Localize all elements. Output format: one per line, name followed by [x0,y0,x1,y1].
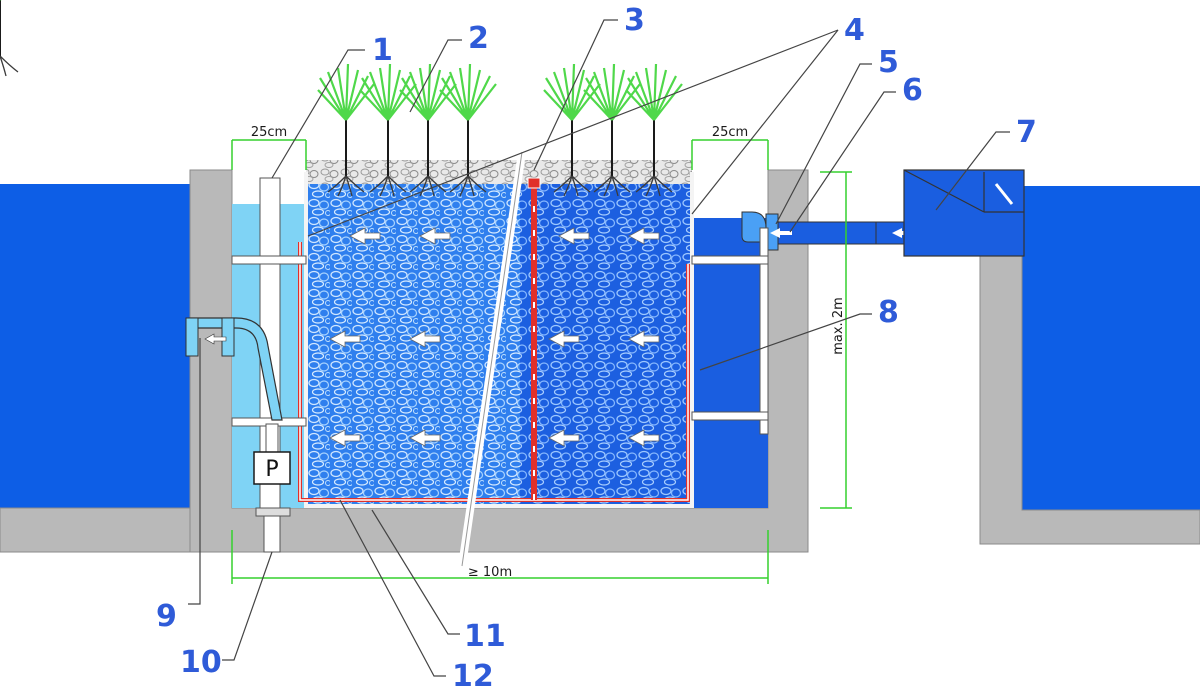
gravel-bed-right [520,180,692,506]
inlet-channel-water [692,218,768,508]
gravel-top-layer [306,160,692,184]
callout-3: 3 [624,3,645,38]
right-water-body [1022,186,1200,512]
callout-10: 10 [180,645,222,680]
left-water-body [0,184,192,510]
callout-9: 9 [156,599,177,634]
callout-11: 11 [464,619,506,654]
inspection-pipe-cap [527,177,541,189]
distribution-box [903,169,1025,257]
drain-pipe-inner [299,242,689,501]
dimension-lines [231,139,852,584]
outlet-arrow [204,333,227,345]
outlet-flange [185,317,199,357]
height-dimension: max. 2m [831,297,846,355]
flow-arrows [329,227,660,447]
inlet-riser-support [691,227,769,435]
callout-1: 1 [372,33,393,68]
pump-label: P [265,457,278,482]
callout-5: 5 [878,45,899,80]
leader-lines [188,19,1010,677]
callout-2: 2 [468,21,489,56]
pump-box [253,451,291,485]
length-dimension: ≥ 10m [468,565,512,580]
left-gap-dimension: 25cm [251,125,287,140]
callout-6: 6 [902,73,923,108]
outlet-pipe [189,317,283,421]
right-gap-dimension: 25cm [712,125,748,140]
callout-8: 8 [878,295,899,330]
float-valve [994,183,1014,205]
callout-7: 7 [1016,115,1037,150]
callout-12: 12 [452,659,494,691]
callout-4: 4 [844,13,865,48]
